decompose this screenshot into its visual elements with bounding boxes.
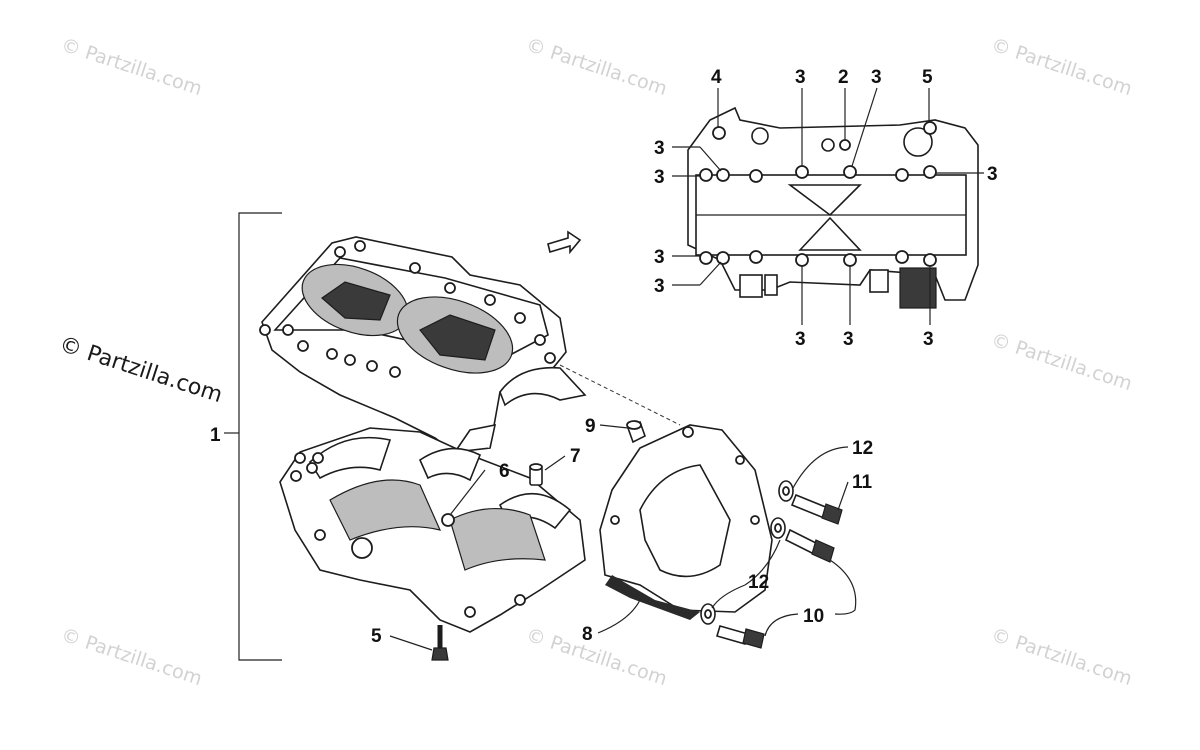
watermark: © Partzilla.com <box>58 34 204 100</box>
callout-3: 3 <box>654 138 665 159</box>
watermark: © Partzilla.com <box>523 624 669 690</box>
lower-crankcase <box>279 427 586 633</box>
dowel-pin-9 <box>626 420 646 444</box>
callout-3: 3 <box>654 247 665 268</box>
callout-labels: 4 3 2 3 5 3 3 3 3 3 3 3 3 1 9 7 6 5 8 12… <box>210 67 998 647</box>
callout-3: 3 <box>871 67 882 88</box>
callout-7: 7 <box>570 446 581 467</box>
callout-3: 3 <box>654 167 665 188</box>
callout-12: 12 <box>748 572 769 593</box>
callout-10: 10 <box>803 606 824 627</box>
callout-8: 8 <box>582 624 593 645</box>
watermark: © Partzilla.com <box>58 624 204 690</box>
bolt-5 <box>431 625 449 661</box>
callout-11: 11 <box>852 472 873 493</box>
crankcase-cover <box>599 424 773 620</box>
bolts-10-11 <box>716 493 843 649</box>
callout-5: 5 <box>371 626 382 647</box>
front-arrow-icon <box>547 230 582 255</box>
callout-1: 1 <box>210 425 221 446</box>
callout-2: 2 <box>838 67 849 88</box>
deck-bolt-holes <box>259 240 556 378</box>
watermark-layer: © Partzilla.com © Partzilla.com © Partzi… <box>58 34 1134 690</box>
callout-3: 3 <box>987 164 998 185</box>
watermark: © Partzilla.com <box>988 329 1134 395</box>
upper-crankcase <box>259 236 587 454</box>
callout-4: 4 <box>711 67 722 88</box>
callout-3: 3 <box>843 329 854 350</box>
callout-12: 12 <box>852 438 873 459</box>
callout-3: 3 <box>654 276 665 297</box>
callout-5: 5 <box>922 67 933 88</box>
assembly-bracket <box>224 212 282 661</box>
crankcase-bottom-view <box>687 106 979 309</box>
callout-3: 3 <box>795 329 806 350</box>
callout-3: 3 <box>795 67 806 88</box>
callout-9: 9 <box>585 416 596 437</box>
callout-3: 3 <box>923 329 934 350</box>
dowel-7 <box>529 463 543 486</box>
watermark: © Partzilla.com <box>988 34 1134 100</box>
brand-label: © Partzilla.com <box>56 332 225 408</box>
callout-6: 6 <box>499 461 510 482</box>
watermark: © Partzilla.com <box>988 624 1134 690</box>
watermark: © Partzilla.com <box>523 34 669 100</box>
washers-12 <box>700 480 794 625</box>
leader-lines <box>389 87 984 651</box>
